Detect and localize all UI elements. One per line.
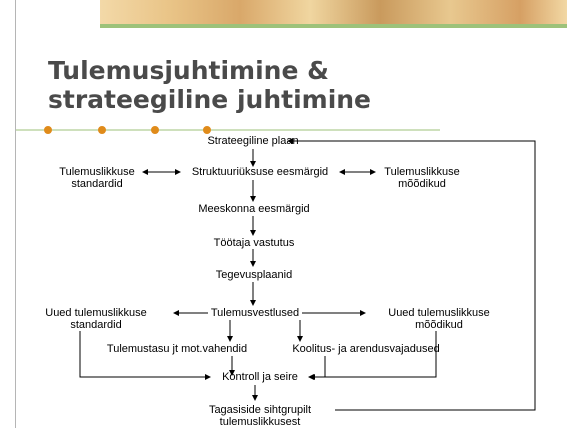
node-tulemustasu: Tulemustasu jt mot.vahendid [106,343,248,355]
divider-bullet [44,126,52,134]
decorative-banner-image [100,0,567,24]
node-tulemuslikkuse-standardid: Tulemuslikkuse standardid [59,166,135,190]
divider-bullet [98,126,106,134]
arrow-uued-standardid-to-kontroll [79,331,211,380]
node-meeskonna-eesmargid: Meeskonna eesmärgid [198,203,310,215]
slide-left-border [15,0,16,428]
node-kontroll-ja-seire: Kontroll ja seire [222,371,298,383]
divider-bullet [203,126,211,134]
banner-accent-line [100,24,567,28]
node-koolitus-arendusvajadused: Koolitus- ja arendusvajadused [292,343,440,355]
node-tootaja-vastutus: Töötaja vastutus [213,237,295,249]
feedback-loop-arrow [287,138,536,411]
node-tagasiside: Tagasiside sihtgrupilt tulemuslikkusest [208,404,312,428]
node-tulemusvestlused: Tulemusvestlused [210,307,300,319]
node-tulemuslikkuse-moodikud: Tulemuslikkuse mõõdikud [384,166,460,190]
node-strateegiline-plaan: Strateegiline plaan [207,135,299,147]
arrow-uued-moodikud-to-kontroll [309,331,437,380]
divider-bullet [151,126,159,134]
node-uued-tulemuslikkuse-standardid: Uued tulemuslikkuse standardid [45,307,147,331]
node-uued-tulemuslikkuse-moodikud: Uued tulemuslikkuse mõõdikud [388,307,490,331]
node-struktuuriuksuse-eesmargid: Struktuuriüksuse eesmärgid [191,166,329,178]
node-tegevusplaanid: Tegevusplaanid [215,269,293,281]
slide-title: Tulemusjuhtimine & strateegiline juhtimi… [48,56,372,114]
